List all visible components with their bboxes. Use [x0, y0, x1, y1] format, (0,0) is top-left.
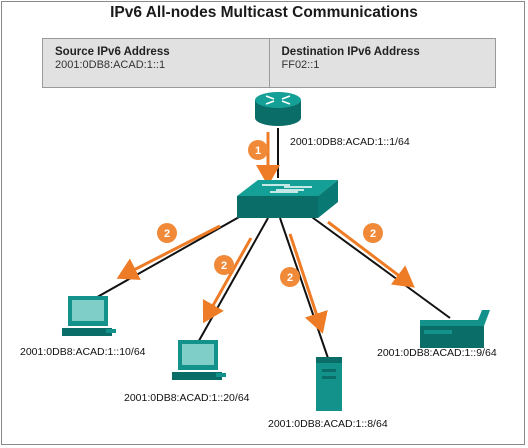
link-switch-host2 [195, 217, 269, 347]
host3-address: 2001:0DB8:ACAD:1::8/64 [268, 418, 388, 430]
pc-icon [172, 340, 226, 380]
step-badge-1: 1 [248, 140, 268, 160]
arrow-to-host2 [202, 237, 253, 324]
source-address-label: Source IPv6 Address [55, 46, 170, 58]
link-switch-host1 [91, 211, 249, 301]
step-badges: 1 2 2 2 2 [157, 140, 383, 287]
step-badge-1-label: 1 [255, 145, 261, 157]
host1-address: 2001:0DB8:ACAD:1::10/64 [20, 346, 146, 358]
host2-address: 2001:0DB8:ACAD:1::20/64 [124, 392, 250, 404]
arrow-to-host4 [327, 220, 415, 288]
packet-header-table: Source IPv6 Address 2001:0DB8:ACAD:1::1 … [42, 38, 496, 88]
step-badge-2a: 2 [157, 223, 177, 243]
printer-icon [420, 310, 490, 348]
traffic-arrows [116, 132, 415, 334]
step-badge-2b-label: 2 [221, 260, 227, 272]
server-icon [316, 357, 342, 411]
step-badge-2c-label: 2 [287, 272, 293, 284]
step-badge-2c: 2 [280, 267, 300, 287]
switch-icon [237, 180, 338, 218]
source-address-cell: Source IPv6 Address 2001:0DB8:ACAD:1::1 [43, 39, 269, 87]
step-badge-2d-label: 2 [370, 228, 376, 240]
destination-address-value: FF02::1 [281, 59, 320, 71]
arrow-to-host3 [288, 233, 328, 334]
network-links [91, 128, 451, 365]
destination-address-label: Destination IPv6 Address [281, 46, 420, 58]
router-icon [255, 92, 301, 126]
link-switch-host3 [279, 217, 331, 365]
step-badge-2d: 2 [363, 223, 383, 243]
link-switch-host4 [304, 211, 451, 319]
destination-address-cell: Destination IPv6 Address FF02::1 [268, 39, 496, 87]
diagram-title: IPv6 All-nodes Multicast Communications [110, 4, 418, 21]
arrow-to-host1 [116, 224, 221, 280]
pc-icon [62, 296, 116, 336]
host4-address: 2001:0DB8:ACAD:1::9/64 [377, 347, 497, 359]
step-badge-2b: 2 [214, 255, 234, 275]
source-address-value: 2001:0DB8:ACAD:1::1 [55, 59, 166, 71]
step-badge-2a-label: 2 [164, 228, 170, 240]
router-address: 2001:0DB8:ACAD:1::1/64 [290, 136, 410, 148]
